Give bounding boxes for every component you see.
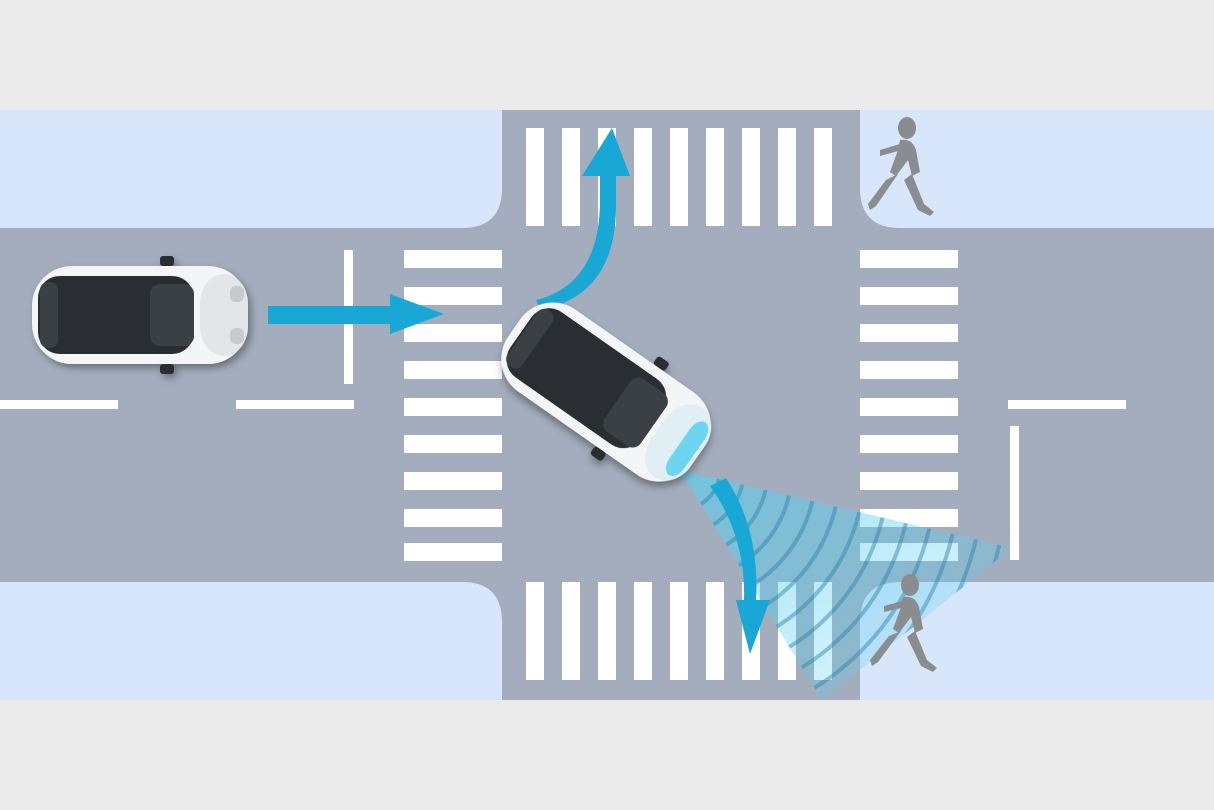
crosswalk-east xyxy=(860,250,958,561)
front-sensor-icon xyxy=(665,421,709,477)
straight-arrow-icon xyxy=(268,294,444,334)
pedestrian-south-east-icon xyxy=(870,574,937,672)
crosswalk-north xyxy=(526,128,832,226)
left-turn-arrow-icon xyxy=(536,128,630,310)
approaching-car-icon xyxy=(32,256,248,374)
pedestrian-north-east-icon xyxy=(868,117,934,216)
stop-line-east xyxy=(1010,426,1019,560)
right-turn-arrow-icon xyxy=(710,478,770,654)
sensor-beam xyxy=(680,470,1012,700)
turning-car-icon xyxy=(501,302,712,482)
crosswalk-west xyxy=(404,250,502,561)
